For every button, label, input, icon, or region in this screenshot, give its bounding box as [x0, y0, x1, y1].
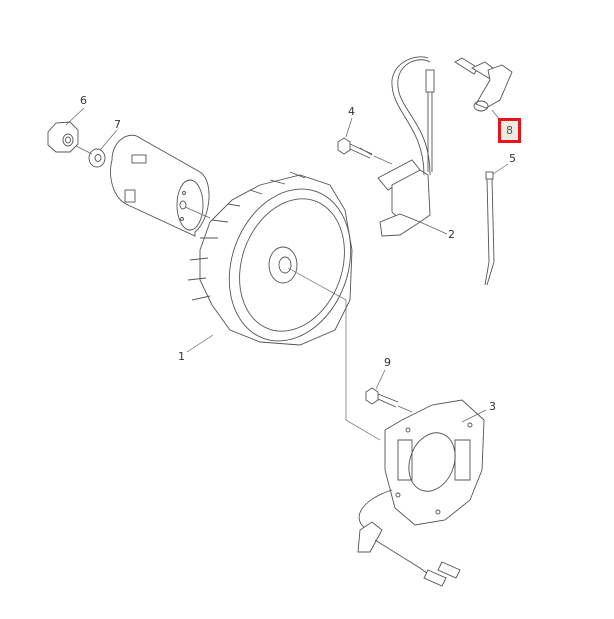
- washer-icon: [88, 148, 106, 168]
- stator-icon: [357, 399, 485, 587]
- callout-8-selected[interactable]: 8: [498, 118, 521, 143]
- flywheel-icon: [187, 171, 353, 346]
- callout-4[interactable]: 4: [348, 105, 355, 118]
- callout-6[interactable]: 6: [80, 94, 87, 107]
- stator-bolt-icon: [365, 387, 399, 408]
- bolt-icon: [337, 137, 373, 159]
- callout-7[interactable]: 7: [114, 118, 121, 131]
- callout-3[interactable]: 3: [489, 400, 496, 413]
- rotor-cup-icon: [110, 134, 210, 237]
- nut-icon: [47, 121, 79, 153]
- callout-1[interactable]: 1: [178, 350, 185, 363]
- ignition-coil-icon: [377, 56, 435, 237]
- callout-9[interactable]: 9: [384, 356, 391, 369]
- cable-tie-icon: [484, 171, 495, 286]
- spark-plug-cap-icon: [454, 57, 513, 112]
- callout-5[interactable]: 5: [509, 152, 516, 165]
- callout-2[interactable]: 2: [448, 228, 455, 241]
